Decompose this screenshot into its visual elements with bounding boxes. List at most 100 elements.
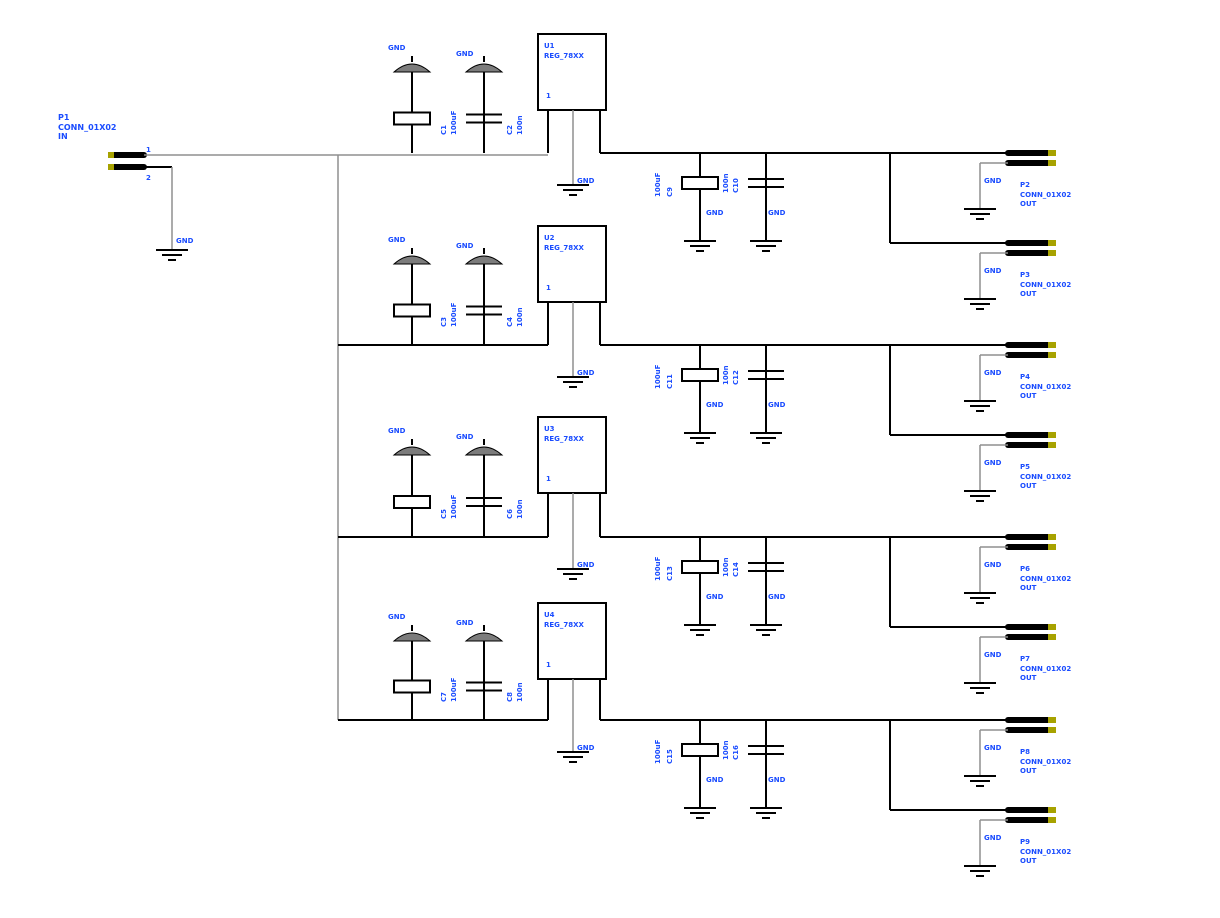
output-connector-value: CONN_01X02 (1020, 191, 1071, 199)
regulator-4 (537, 602, 607, 680)
output-gnd-label: GND (984, 459, 1002, 467)
regulator-2 (537, 225, 607, 303)
output-cap-value: 100uF (654, 739, 662, 764)
input-cap-ground (464, 446, 504, 456)
input-cap-polar (393, 303, 431, 318)
output-connector-extra: OUT (1020, 767, 1037, 775)
input-connector-pin-tip (108, 164, 114, 170)
output-cap-ref: C12 (732, 370, 740, 385)
input-cap-ref: C2 (506, 125, 514, 135)
input-connector-extra: IN (58, 132, 68, 141)
output-cap-ref: C15 (666, 749, 674, 764)
output-connector-pin-tip (1048, 442, 1056, 448)
input-cap-ground (392, 63, 432, 73)
output-gnd-label: GND (984, 177, 1002, 185)
output-cap-gnd-label: GND (768, 593, 786, 601)
input-cap-gnd-label: GND (456, 242, 474, 250)
output-connector-ref: P4 (1020, 373, 1030, 381)
output-connector-value: CONN_01X02 (1020, 383, 1071, 391)
input-cap-gnd-label: GND (388, 427, 406, 435)
output-cap-ref: C9 (666, 187, 674, 197)
output-connector-pin-tip (1048, 807, 1056, 813)
output-gnd-label: GND (984, 267, 1002, 275)
input-cap-ref: C4 (506, 317, 514, 327)
output-connector-pin-tip (1048, 727, 1056, 733)
input-cap-ref: C5 (440, 509, 448, 519)
output-connector-pin-tip (1048, 250, 1056, 256)
input-cap-value: 100uF (450, 302, 458, 327)
input-cap-ref: C7 (440, 692, 448, 702)
input-connector-value: CONN_01X02 (58, 123, 117, 132)
input-cap-gnd-label: GND (456, 50, 474, 58)
output-connector-extra: OUT (1020, 584, 1037, 592)
input-cap-value: 100n (516, 307, 524, 327)
output-connector-extra: OUT (1020, 674, 1037, 682)
input-cap-ref: C6 (506, 509, 514, 519)
output-cap-value: 100uF (654, 172, 662, 197)
output-cap-polar (681, 743, 719, 757)
input-cap-ground (392, 255, 432, 265)
input-pin-number: 1 (146, 146, 151, 154)
output-cap-value: 100uF (654, 364, 662, 389)
input-connector-ref: P1 (58, 113, 70, 122)
output-connector-pin-tip (1048, 160, 1056, 166)
output-cap-gnd-label: GND (706, 593, 724, 601)
output-cap-gnd-label: GND (768, 209, 786, 217)
output-gnd-label: GND (984, 369, 1002, 377)
output-cap-gnd-label: GND (706, 401, 724, 409)
input-cap-polar (393, 111, 431, 126)
output-connector-extra: OUT (1020, 290, 1037, 298)
output-connector-ref: P6 (1020, 565, 1030, 573)
output-connector-value: CONN_01X02 (1020, 758, 1071, 766)
input-cap-ground (464, 255, 504, 265)
input-cap-value: 100n (516, 115, 524, 135)
output-cap-value: 100n (722, 173, 730, 193)
input-connector-pin-tip (108, 152, 114, 158)
input-cap-gnd-label: GND (388, 613, 406, 621)
output-cap-ref: C14 (732, 562, 740, 577)
output-cap-gnd-label: GND (706, 776, 724, 784)
output-connector-extra: OUT (1020, 482, 1037, 490)
input-cap-ground (392, 632, 432, 642)
output-cap-ref: C10 (732, 178, 740, 193)
regulator-value: REG_78XX (544, 621, 585, 629)
output-connector-pin-tip (1048, 534, 1056, 540)
input-cap-ground (392, 446, 432, 456)
regulator-ref: U3 (544, 425, 555, 433)
output-connector-pin-tip (1048, 717, 1056, 723)
regulator-gnd-label: GND (577, 177, 595, 185)
input-cap-ground (464, 632, 504, 642)
output-connector-pin-tip (1048, 240, 1056, 246)
regulator-pin: 1 (546, 475, 551, 483)
output-connector-ref: P2 (1020, 181, 1030, 189)
output-connector-extra: OUT (1020, 200, 1037, 208)
regulator-value: REG_78XX (544, 52, 585, 60)
output-cap-ref: C11 (666, 374, 674, 389)
input-cap-value: 100n (516, 682, 524, 702)
regulator-gnd-label: GND (577, 561, 595, 569)
output-cap-polar (681, 560, 719, 574)
output-connector-ref: P9 (1020, 838, 1030, 846)
output-cap-value: 100uF (654, 556, 662, 581)
output-connector-value: CONN_01X02 (1020, 473, 1071, 481)
output-cap-ref: C13 (666, 566, 674, 581)
input-cap-gnd-label: GND (456, 619, 474, 627)
regulator-pin: 1 (546, 284, 551, 292)
output-connector-pin-tip (1048, 342, 1056, 348)
output-connector-ref: P3 (1020, 271, 1030, 279)
input-cap-ref: C1 (440, 125, 448, 135)
output-connector-pin-tip (1048, 150, 1056, 156)
input-cap-gnd-label: GND (456, 433, 474, 441)
output-gnd-label: GND (984, 744, 1002, 752)
input-cap-value: 100uF (450, 677, 458, 702)
output-cap-value: 100n (722, 365, 730, 385)
output-cap-ref: C16 (732, 745, 740, 760)
input-cap-polar (393, 495, 431, 509)
output-cap-value: 100n (722, 740, 730, 760)
output-connector-pin-tip (1048, 634, 1056, 640)
output-connector-value: CONN_01X02 (1020, 848, 1071, 856)
output-connector-pin-tip (1048, 544, 1056, 550)
output-connector-pin-tip (1048, 432, 1056, 438)
output-cap-gnd-label: GND (768, 401, 786, 409)
output-connector-extra: OUT (1020, 857, 1037, 865)
